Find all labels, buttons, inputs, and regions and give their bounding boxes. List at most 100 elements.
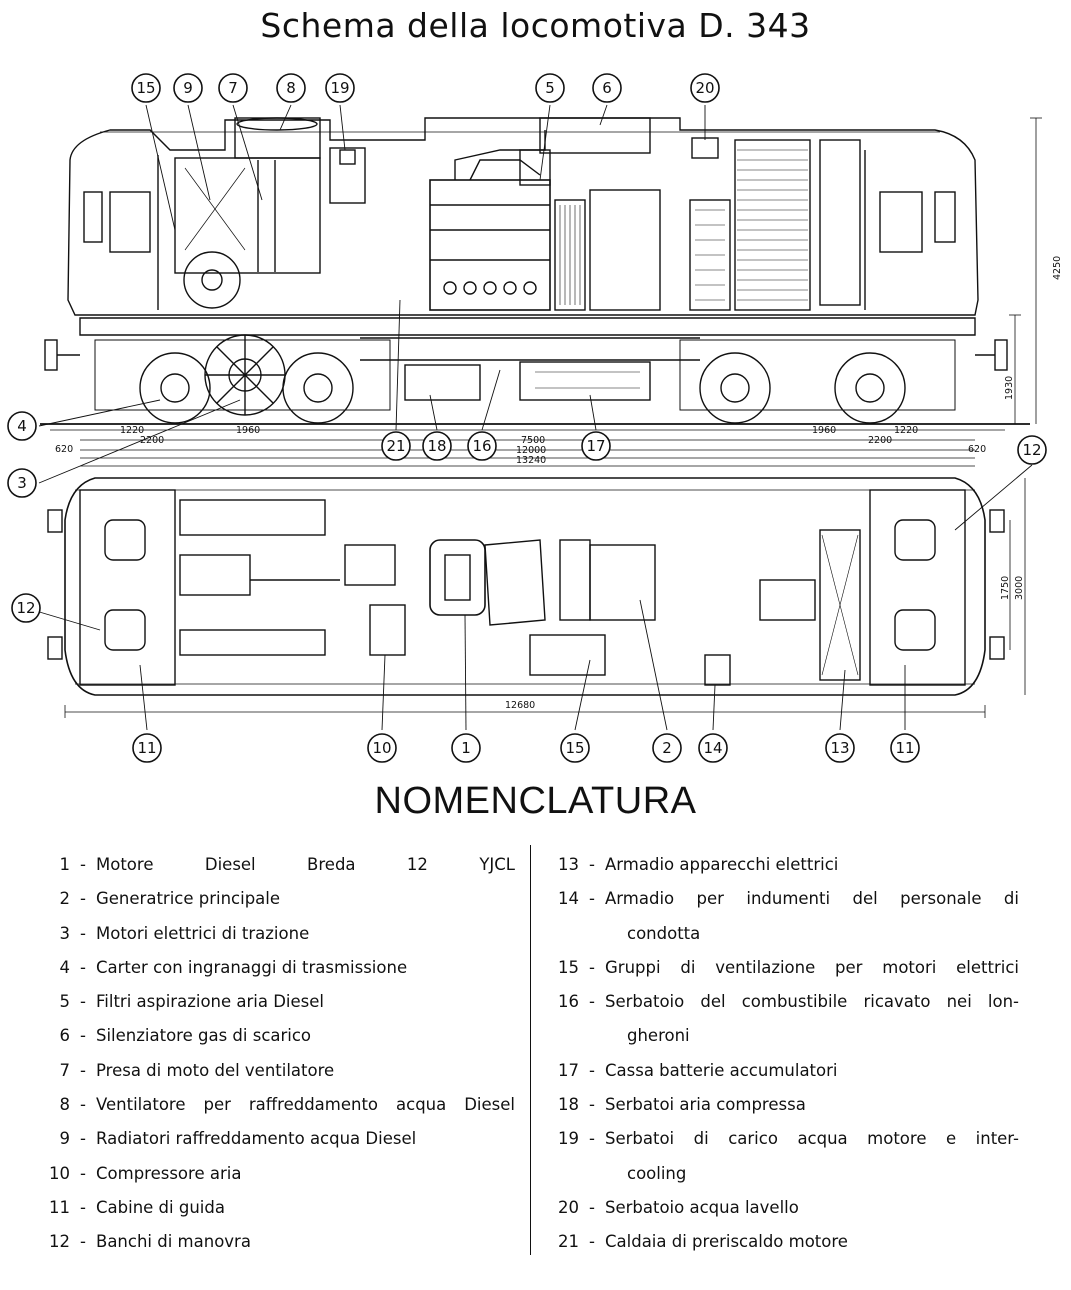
svg-text:20: 20 (695, 79, 714, 97)
callout-11-right: 11 (890, 733, 920, 763)
nomenclature-item: 18-Serbatoi aria compressa (558, 1095, 806, 1115)
leader-lines (25, 104, 1033, 731)
nomenclature-item: 20-Serbatoio acqua lavello (558, 1197, 799, 1217)
dim-width-1750: 1750 (1000, 576, 1011, 600)
dim-620-left: 620 (55, 444, 73, 455)
nomenclature-item: 17-Cassa batterie accumulatori (558, 1060, 838, 1080)
nomenclature-title: NOMENCLATURA (374, 780, 697, 822)
svg-text:5: 5 (545, 79, 555, 97)
nomenclature-item: 9-Radiatori raffreddamento acqua Diesel (59, 1129, 417, 1149)
dim-2200-left: 2200 (140, 435, 164, 446)
svg-text:1: 1 (461, 739, 471, 757)
callout-11-left: 11 (132, 733, 162, 763)
callout-19: 19 (325, 73, 355, 103)
nomenclature-item: 4-Carter con ingranaggi di trasmissione (59, 957, 408, 977)
callout-12-left: 12 (11, 593, 41, 623)
callout-9: 9 (173, 73, 203, 103)
callout-20: 20 (690, 73, 720, 103)
svg-text:2: 2 (662, 739, 672, 757)
nomenclature-item: 12-Banchi di manovra (49, 1232, 251, 1252)
dim-1960-left: 1960 (236, 425, 260, 436)
dim-1220-right: 1220 (894, 425, 918, 436)
svg-text:12: 12 (16, 599, 35, 617)
nomenclature-item: 2-Generatrice principale (59, 889, 281, 909)
dim-2200-right: 2200 (868, 435, 892, 446)
side-elevation (40, 117, 1042, 467)
callout-4: 4 (7, 411, 37, 441)
svg-text:11: 11 (895, 739, 914, 757)
svg-text:13: 13 (830, 739, 849, 757)
nomenclature-item: 16-Serbatoio del combustibile ricavato n… (558, 992, 1019, 1012)
callout-3: 3 (7, 468, 37, 498)
svg-text:15: 15 (136, 79, 155, 97)
callout-7: 7 (218, 73, 248, 103)
svg-text:8: 8 (286, 79, 296, 97)
callout-18: 18 (422, 431, 452, 461)
svg-text:15: 15 (565, 739, 584, 757)
callout-21: 21 (381, 431, 411, 461)
svg-text:7: 7 (228, 79, 238, 97)
callout-14: 14 (698, 733, 728, 763)
svg-text:9: 9 (183, 79, 193, 97)
callout-15-plan: 15 (560, 733, 590, 763)
svg-text:16: 16 (472, 437, 491, 455)
svg-text:3: 3 (17, 474, 27, 492)
dim-620-right: 620 (968, 444, 986, 455)
nomenclature-item: 19-Serbatoi di carico acqua motore e int… (558, 1129, 1019, 1149)
dim-height-total: 4250 (1052, 256, 1063, 280)
callout-16: 16 (467, 431, 497, 461)
svg-text:18: 18 (427, 437, 446, 455)
nomenclature-right-column: 13-Armadio apparecchi elettrici 14-Armad… (549, 848, 1019, 1260)
dim-height-lower: 1930 (1004, 376, 1015, 400)
plan-view (47, 477, 1026, 718)
nomenclature-item: 15-Gruppi di ventilazione per motori ele… (558, 957, 1019, 977)
diagram-title: Schema della locomotiva D. 343 (260, 6, 811, 45)
nomenclature-left-column: 1-Motore Diesel Breda 12 YJCL 2-Generatr… (40, 848, 515, 1260)
dim-13240: 13240 (516, 455, 546, 466)
dim-1960-right: 1960 (812, 425, 836, 436)
locomotive-drawing: 4250 1930 620 1220 2200 1960 1960 2200 1… (7, 73, 1063, 763)
nomenclature-item: 11-Cabine di guida (49, 1197, 225, 1217)
svg-text:12: 12 (1022, 441, 1041, 459)
nomenclature-item: 21-Caldaia di preriscaldo motore (558, 1232, 848, 1252)
svg-text:17: 17 (586, 437, 605, 455)
nomenclature-item-continuation: gheroni (627, 1026, 690, 1046)
callout-6: 6 (592, 73, 622, 103)
nomenclature-item: 6-Silenziatore gas di scarico (59, 1026, 312, 1046)
nomenclature-item: 8-Ventilatore per raffreddamento acqua D… (59, 1095, 516, 1115)
nomenclature-item: 3-Motori elettrici di trazione (59, 923, 310, 943)
callout-8: 8 (276, 73, 306, 103)
svg-text:14: 14 (703, 739, 722, 757)
nomenclature-item: 1-Motore Diesel Breda 12 YJCL (59, 855, 516, 874)
side-view-callouts: 15 9 7 8 19 5 6 20 4 3 21 18 16 17 12 (7, 73, 1047, 498)
nomenclature-item-continuation: cooling (627, 1163, 687, 1183)
nomenclature-item: 10-Compressore aria (49, 1163, 242, 1183)
nomenclature-item: 14-Armadio per indumenti del personale d… (558, 889, 1019, 909)
callout-13: 13 (825, 733, 855, 763)
dim-width-3000: 3000 (1014, 576, 1025, 600)
svg-text:10: 10 (372, 739, 391, 757)
svg-text:19: 19 (330, 79, 349, 97)
nomenclature-item: 13-Armadio apparecchi elettrici (558, 855, 839, 874)
nomenclature-item: 5-Filtri aspirazione aria Diesel (59, 992, 325, 1012)
nomenclature-item-continuation: condotta (627, 923, 701, 943)
callout-5: 5 (535, 73, 565, 103)
dim-12000: 12000 (516, 445, 546, 456)
callout-1: 1 (451, 733, 481, 763)
callout-2: 2 (652, 733, 682, 763)
dim-length-12680: 12680 (505, 700, 535, 711)
callout-12-right: 12 (1017, 435, 1047, 465)
dimension-labels: 4250 1930 620 1220 2200 1960 1960 2200 1… (55, 256, 1063, 711)
svg-text:11: 11 (137, 739, 156, 757)
callout-10: 10 (367, 733, 397, 763)
callout-17: 17 (581, 431, 611, 461)
dim-1220-left: 1220 (120, 425, 144, 436)
svg-text:21: 21 (386, 437, 405, 455)
svg-text:6: 6 (602, 79, 612, 97)
callout-15: 15 (131, 73, 161, 103)
dim-7500: 7500 (521, 435, 545, 446)
nomenclature-item: 7-Presa di moto del ventilatore (59, 1060, 335, 1080)
column-divider (530, 845, 531, 1255)
plan-view-callouts: 12 11 10 1 15 2 14 13 11 (11, 593, 920, 763)
svg-text:4: 4 (17, 417, 27, 435)
